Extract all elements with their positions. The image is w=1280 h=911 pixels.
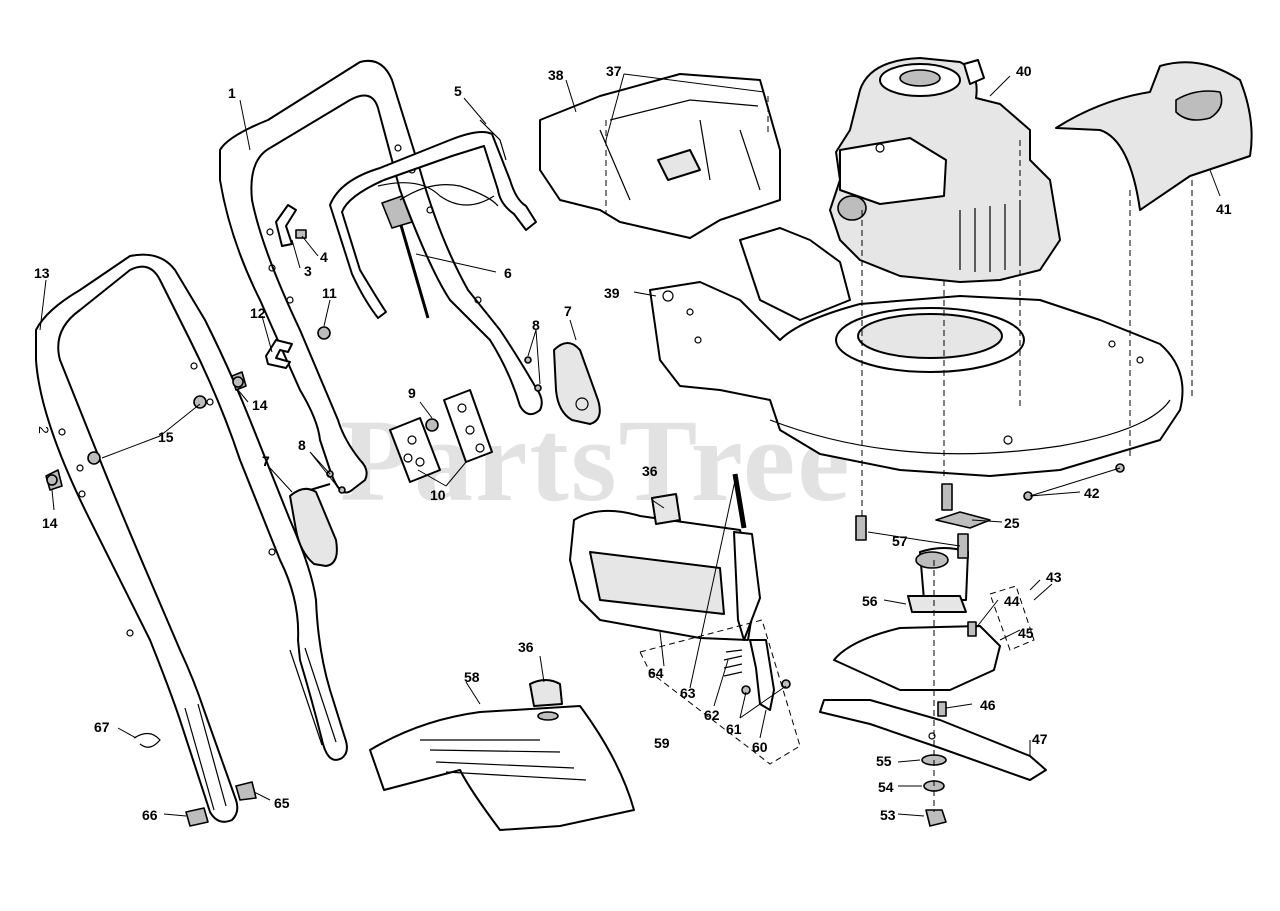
rear-cover[interactable] (1055, 61, 1253, 211)
engine-cover[interactable] (539, 73, 781, 239)
handle-knob-right[interactable] (553, 342, 601, 425)
callout-8a: 8 (532, 317, 540, 333)
control-bail[interactable] (329, 119, 537, 319)
callout-11: 11 (322, 285, 337, 301)
callout-65: 65 (274, 795, 290, 811)
hook-part-12[interactable] (265, 339, 293, 369)
callout-39: 39 (604, 285, 620, 301)
small-fittings[interactable] (133, 732, 257, 827)
hardware-nuts[interactable] (45, 326, 331, 491)
blade-adapter[interactable] (833, 547, 1001, 691)
callout-57: 57 (892, 533, 908, 549)
callout-40: 40 (1016, 63, 1032, 79)
callout-66: 66 (142, 807, 158, 823)
callout-41: 41 (1216, 201, 1232, 217)
callout-1: 1 (228, 85, 236, 101)
callout-56: 56 (862, 593, 878, 609)
callout-14b: 14 (42, 515, 58, 531)
callout-42: 42 (1084, 485, 1100, 501)
callout-67: 67 (94, 719, 110, 735)
callout-61: 61 (726, 721, 742, 737)
rear-flap[interactable] (369, 679, 635, 831)
clip-part-3[interactable] (275, 204, 307, 247)
callout-59: 59 (654, 735, 670, 751)
callout-60: 60 (752, 739, 768, 755)
callout-14a: 14 (252, 397, 268, 413)
callout-37: 37 (606, 63, 622, 79)
callout-46: 46 (980, 697, 996, 713)
callout-43: 43 (1046, 569, 1062, 585)
callout-7a: 7 (564, 303, 572, 319)
bracket-plates[interactable] (389, 389, 493, 483)
callout-5: 5 (454, 83, 462, 99)
callout-47: 47 (1032, 731, 1048, 747)
callout-45: 45 (1018, 625, 1034, 641)
callout-36a: 36 (642, 463, 658, 479)
mower-deck[interactable] (649, 227, 1184, 477)
callout-38: 38 (548, 67, 564, 83)
callout-53: 53 (880, 807, 896, 823)
callout-6: 6 (504, 265, 512, 281)
callout-12: 12 (250, 305, 266, 321)
alignment-lines (605, 96, 1193, 812)
callout-3: 3 (304, 263, 312, 279)
callout-4: 4 (320, 249, 328, 265)
callout-63: 63 (680, 685, 696, 701)
engine[interactable] (829, 57, 1061, 283)
group-boxes (639, 585, 1035, 765)
handle-knob-left[interactable] (289, 487, 338, 567)
callout-numbers: 1 3 4 5 6 7 7 8 8 9 10 11 12 13 14 14 15… (34, 63, 1232, 823)
callout-55: 55 (876, 753, 892, 769)
callout-54: 54 (878, 779, 894, 795)
discharge-chute[interactable] (569, 493, 761, 641)
spring-bracket[interactable] (723, 639, 791, 711)
callout-64: 64 (648, 665, 664, 681)
hinge-rod[interactable] (732, 473, 747, 529)
callout-25: 25 (1004, 515, 1020, 531)
callout-7b: 7 (262, 453, 270, 469)
callout-8b: 8 (298, 437, 306, 453)
lower-handle[interactable] (35, 253, 348, 823)
leader-lines (39, 73, 1221, 817)
side-mark: 2 (36, 426, 52, 434)
mower-blade[interactable] (819, 699, 1047, 781)
callout-9: 9 (408, 385, 416, 401)
callout-15: 15 (158, 429, 174, 445)
callout-10: 10 (430, 487, 446, 503)
callout-13: 13 (34, 265, 50, 281)
callout-36b: 36 (518, 639, 534, 655)
cable[interactable] (381, 184, 499, 319)
callout-62: 62 (704, 707, 720, 723)
callout-58: 58 (464, 669, 480, 685)
callout-44: 44 (1004, 593, 1020, 609)
